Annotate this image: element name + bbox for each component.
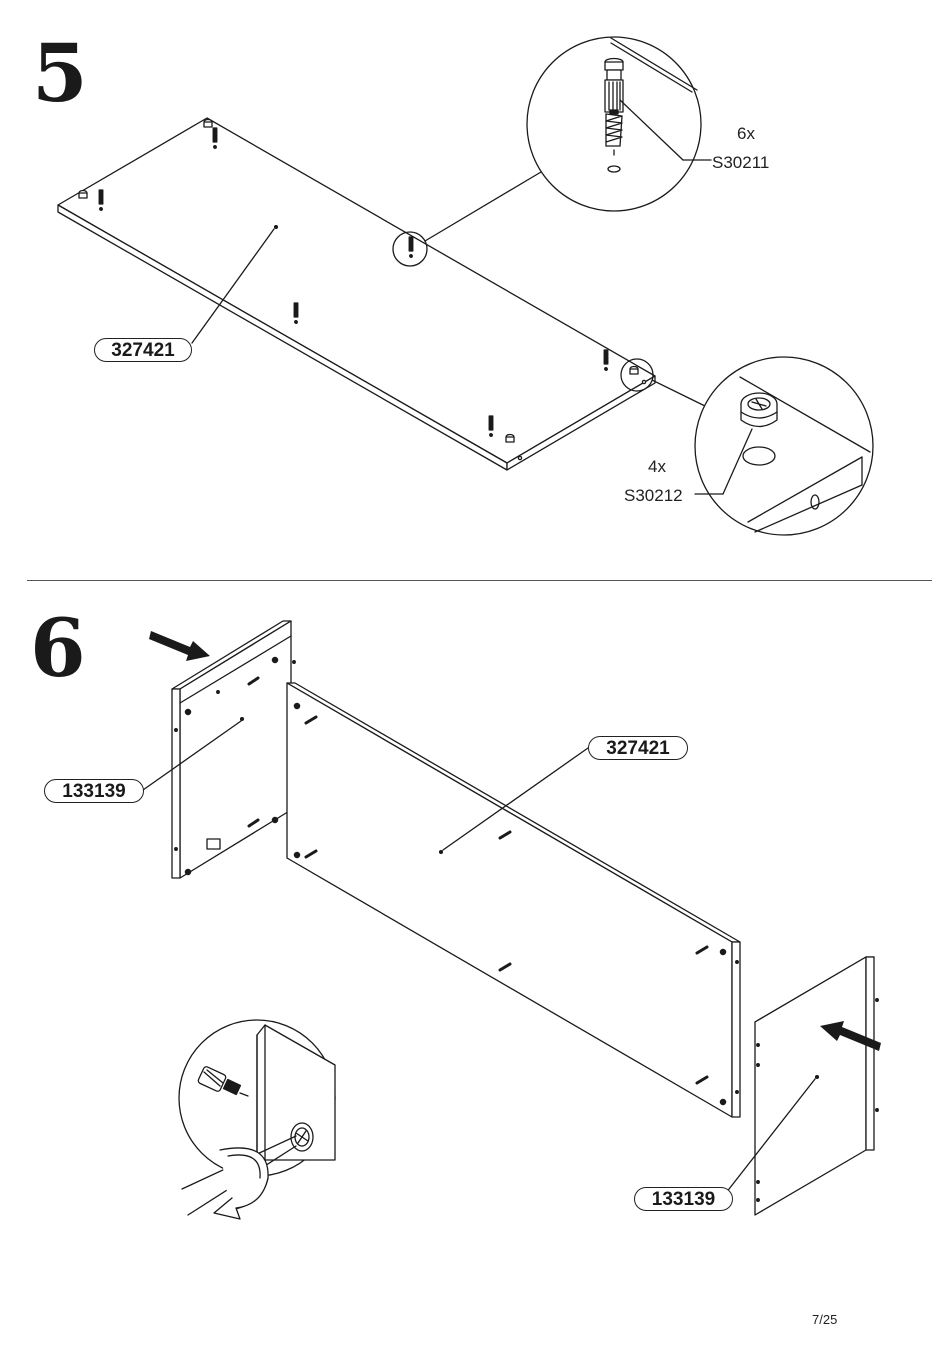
push-arrow-icon <box>149 631 210 661</box>
page-number: 7/25 <box>812 1312 837 1327</box>
step-divider <box>27 580 932 581</box>
part-label-327421: 327421 <box>588 736 688 760</box>
part-code: S30212 <box>624 486 683 506</box>
screwdriver-rotation-icon <box>179 1020 335 1219</box>
part-quantity: 4x <box>648 457 666 477</box>
part-quantity: 6x <box>737 124 755 144</box>
cam-bolt-detail-icon <box>527 37 711 211</box>
part-label-133139: 133139 <box>634 1187 733 1211</box>
part-code: S30211 <box>712 153 769 173</box>
cam-lock-detail-icon <box>695 357 873 535</box>
part-label-133139: 133139 <box>44 779 144 803</box>
step-number: 5 <box>32 33 88 113</box>
part-label-327421: 327421 <box>94 338 192 362</box>
step-number: 6 <box>30 608 86 688</box>
right-side-panel-133139 <box>755 957 878 1215</box>
